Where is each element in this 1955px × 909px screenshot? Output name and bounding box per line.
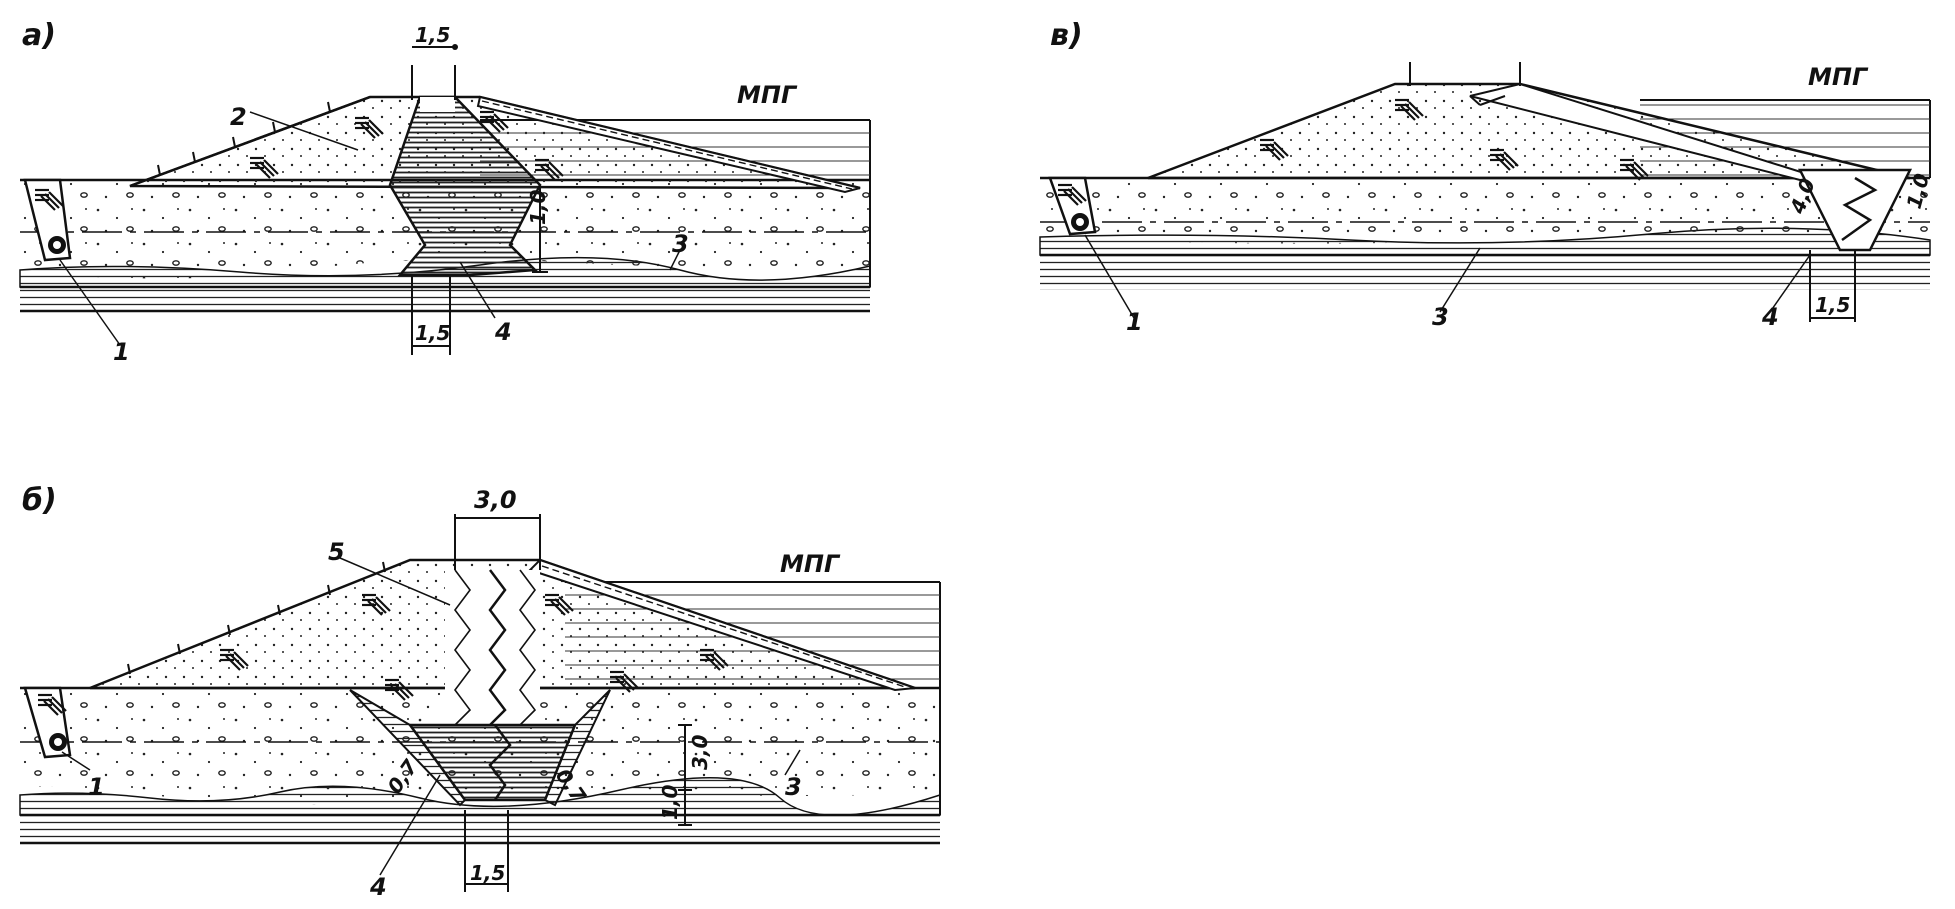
panel-v-callout-3: 3 xyxy=(1432,303,1449,331)
panel-v-label: в) xyxy=(1050,18,1083,53)
panel-b-callout-5: 5 xyxy=(328,538,345,566)
panel-a-water-level-label: МПГ xyxy=(737,81,798,109)
panel-b-dim-top: 3,0 xyxy=(474,486,517,514)
panel-v-dim-bottom: 1,5 xyxy=(1815,293,1850,317)
panel-b-label: б) xyxy=(22,483,57,518)
panel-b-dim-depth-b: 1,0 xyxy=(658,784,682,820)
panel-b-water-level-label: МПГ xyxy=(780,550,841,578)
panel-a-callout-2: 2 xyxy=(230,103,247,131)
panel-b-callout-4: 4 xyxy=(369,873,387,901)
panel-b: б) МПГ 3,0 1,5 3,0 1,0 0,7 0,7 1 3 4 5 xyxy=(17,483,941,901)
panel-a-dim-depth: 1,0 xyxy=(526,189,550,225)
panel-b-dim-depth-a: 3,0 xyxy=(688,734,712,770)
panel-v: в) МПГ 1,5 4,0 1,0 1 3 4 xyxy=(1039,18,1934,336)
panel-a-callout-3: 3 xyxy=(672,230,689,258)
panel-v-water-level-label: МПГ xyxy=(1808,63,1869,91)
panel-b-callout-3: 3 xyxy=(785,773,802,801)
panel-a-callout-4: 4 xyxy=(494,318,512,346)
panel-v-callout-4: 4 xyxy=(1761,303,1779,331)
panel-v-callout-1: 1 xyxy=(1126,308,1143,336)
panel-a-dim-bottom: 1,5 xyxy=(415,321,450,345)
panel-b-dim-bottom: 1,5 xyxy=(470,861,505,885)
panel-a-label: а) xyxy=(22,18,56,53)
panel-a: а) МПГ 1,5 1,5 1,0 1 2 3 4 xyxy=(19,18,871,366)
panel-a-callout-1: 1 xyxy=(113,338,130,366)
panel-b-callout-1: 1 xyxy=(88,773,105,801)
panel-a-dim-top: 1,5 xyxy=(415,23,450,47)
